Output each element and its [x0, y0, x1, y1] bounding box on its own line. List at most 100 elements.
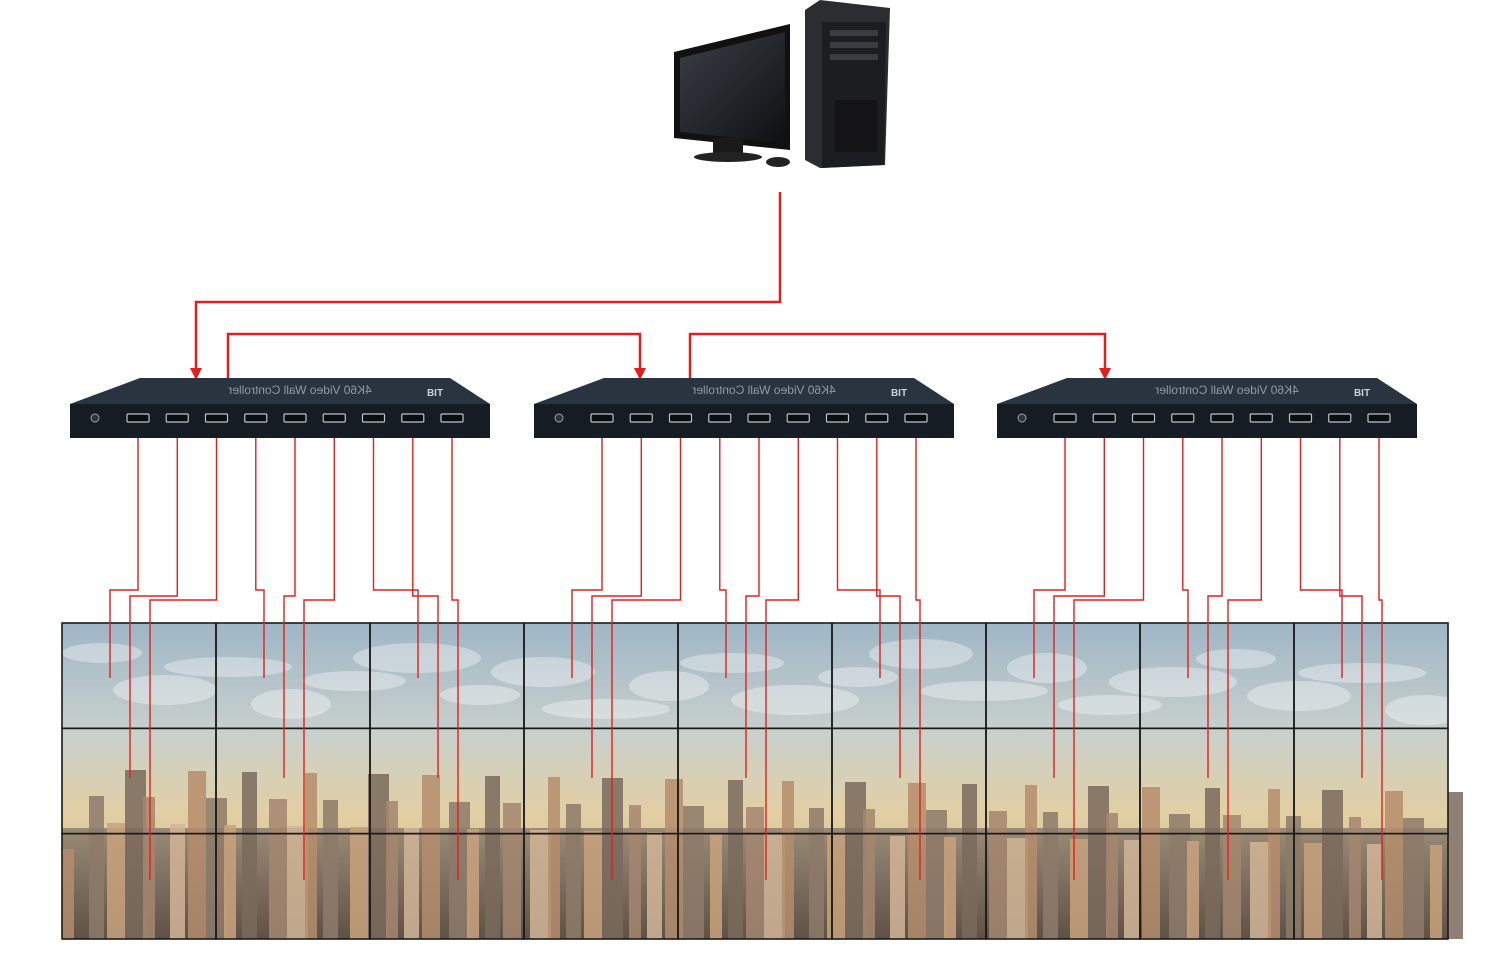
hdmi-cable-to-screen — [1227, 438, 1262, 880]
building-shape — [107, 823, 125, 939]
building-shape — [125, 770, 146, 939]
building-shape — [566, 804, 581, 939]
building-shape — [1142, 787, 1160, 939]
building-shape — [1205, 788, 1220, 939]
hdmi-cable-to-screen — [1299, 438, 1343, 678]
hdmi-cable-to-screen — [1207, 438, 1223, 778]
hdmi-output-port — [1210, 413, 1234, 423]
hdmi-output-port — [1328, 413, 1352, 423]
hdmi-cable-to-screen — [915, 438, 921, 880]
hdmi-cable-to-screen — [451, 438, 459, 880]
hdmi-output-port — [668, 413, 693, 423]
cloud-shape — [113, 675, 217, 705]
hdmi-cable-to-screen — [1339, 438, 1363, 778]
hdmi-cable-to-screen — [1053, 438, 1105, 778]
building-shape — [1403, 818, 1424, 939]
building-shape — [530, 830, 551, 939]
desktop-computer-icon — [674, 0, 890, 168]
building-shape — [368, 774, 389, 939]
building-shape — [962, 784, 977, 939]
building-shape — [989, 811, 1007, 939]
hdmi-output-port — [1171, 413, 1195, 423]
building-shape — [1043, 812, 1058, 939]
building-shape — [350, 827, 368, 939]
building-shape — [503, 803, 521, 939]
building-shape — [647, 832, 662, 939]
display-panel-icon — [1293, 832, 1449, 940]
hdmi-cable-to-screen — [1073, 438, 1145, 880]
hdmi-output-port — [1288, 413, 1313, 423]
controller-label: 4K60 Video Wall Controller — [1155, 383, 1298, 397]
building-shape — [764, 834, 785, 939]
cloud-shape — [164, 657, 292, 677]
building-shape — [809, 808, 824, 939]
hdmi-cable-to-screen — [719, 438, 727, 678]
controller-label: 4K60 Video Wall Controller — [228, 383, 371, 397]
cloud-shape — [1007, 653, 1087, 683]
hdmi-output-port — [361, 413, 386, 423]
hdmi-cable-to-screen — [303, 438, 335, 880]
building-shape — [944, 837, 956, 939]
video-wall-controller-3: 4K60 Video Wall Controller BIT — [997, 378, 1417, 438]
controller-top-face — [534, 378, 954, 404]
hdmi-cable-to-screen — [149, 438, 218, 880]
arrow-controller-1 — [190, 368, 202, 380]
controller-brand: BIT — [891, 388, 907, 399]
hdmi-cable-to-screen — [836, 438, 881, 678]
building-shape — [62, 849, 74, 939]
building-shape — [746, 807, 764, 939]
arrow-controller-2 — [634, 368, 646, 380]
hdmi-output-port — [244, 413, 268, 423]
cable-controller-2-to-controller-3 — [688, 332, 1107, 378]
building-shape — [890, 836, 905, 939]
building-shape — [404, 828, 419, 939]
building-shape — [926, 810, 947, 939]
controller-top-face — [70, 378, 490, 404]
building-shape — [1124, 840, 1139, 939]
hdmi-output-port — [786, 413, 810, 423]
hdmi-cable-to-screen — [611, 438, 682, 880]
cloud-shape — [353, 643, 481, 673]
cloud-shape — [629, 671, 709, 701]
hdmi-cable-to-screen — [876, 438, 901, 778]
cloud-shape — [818, 667, 898, 687]
building-shape — [1187, 841, 1199, 939]
building-shape — [908, 783, 926, 939]
building-shape — [1007, 838, 1028, 939]
building-shape — [467, 829, 479, 939]
building-shape — [143, 797, 155, 939]
controller-brand: BIT — [1354, 388, 1370, 399]
building-shape — [1025, 785, 1037, 939]
building-shape — [683, 806, 704, 939]
building-shape — [224, 825, 236, 939]
building-shape — [1304, 843, 1322, 939]
hdmi-output-port — [322, 413, 346, 423]
building-shape — [89, 796, 104, 939]
hdmi-cable-to-screen — [1033, 438, 1066, 678]
hdmi-output-port — [1249, 413, 1273, 423]
building-shape — [710, 833, 722, 939]
hdmi-output-port — [590, 413, 614, 423]
building-shape — [863, 809, 875, 939]
cloud-shape — [1385, 695, 1465, 725]
hdmi-output-port — [747, 413, 771, 423]
hdmi-output-port — [1092, 413, 1116, 423]
building-shape — [305, 773, 317, 939]
controller-top-face — [997, 378, 1417, 404]
building-shape — [782, 781, 794, 939]
hdmi-output-port — [1367, 413, 1391, 423]
hdmi-cable-to-screen — [765, 438, 799, 880]
hdmi-output-port — [1053, 413, 1077, 423]
video-wall-controller-1: 4K60 Video Wall Controller BIT — [70, 378, 490, 438]
building-shape — [1088, 786, 1109, 939]
arrow-controller-3 — [1099, 368, 1111, 380]
building-shape — [1385, 791, 1403, 939]
cloud-shape — [1058, 695, 1162, 715]
dc-power-jack — [1017, 413, 1027, 423]
building-shape — [170, 824, 185, 939]
building-shape — [1367, 844, 1382, 939]
controller-brand: BIT — [427, 388, 443, 399]
hdmi-output-port — [1131, 413, 1156, 423]
cloud-shape — [731, 685, 859, 715]
